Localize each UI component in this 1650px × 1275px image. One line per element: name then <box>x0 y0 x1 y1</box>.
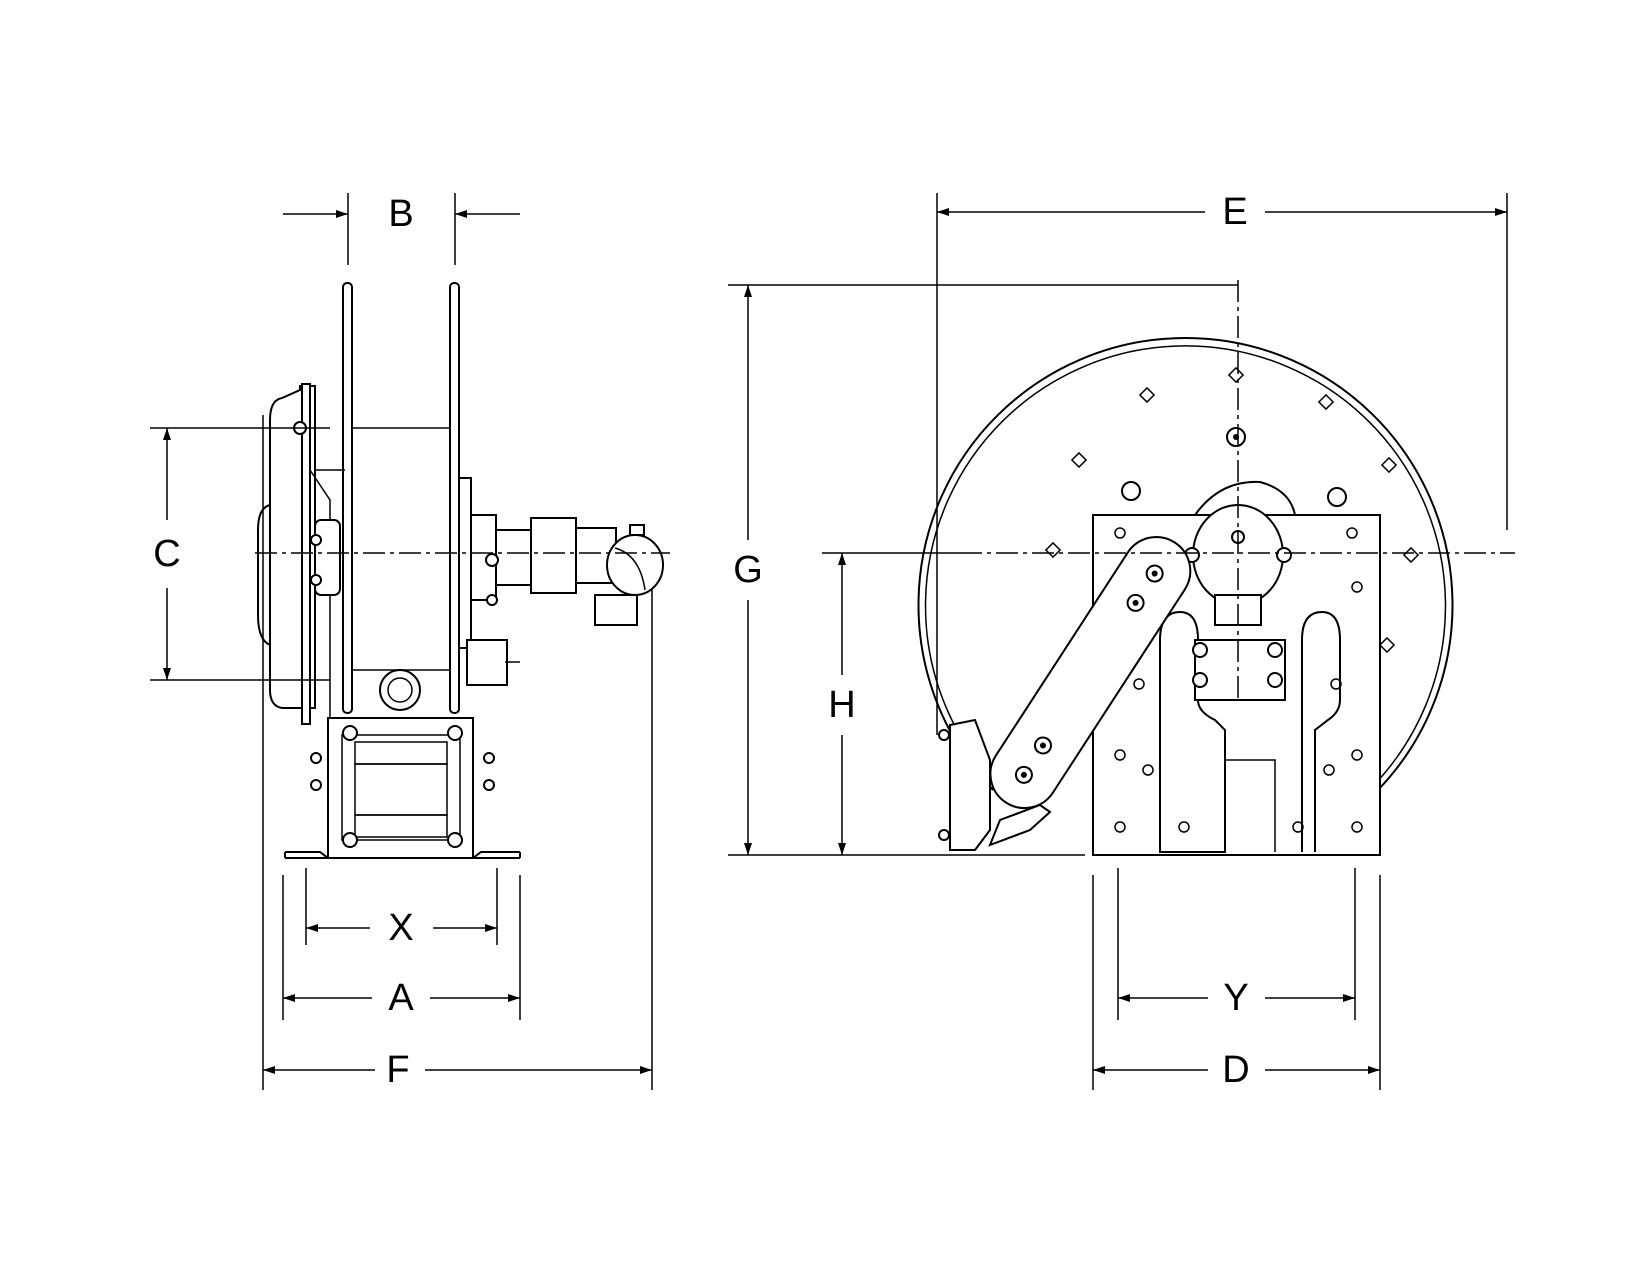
label-h: H <box>828 684 855 726</box>
label-x: X <box>388 907 413 949</box>
label-a: A <box>388 977 414 1019</box>
inlet-port <box>379 669 421 711</box>
label-c: C <box>153 533 180 575</box>
dimension-D: D <box>1092 875 1381 1091</box>
front-view <box>917 336 1454 856</box>
dimension-A: A <box>282 875 521 1020</box>
label-g: G <box>733 549 763 591</box>
dimension-X: X <box>305 868 498 949</box>
side-flange-right <box>449 282 460 714</box>
reel-flange <box>917 336 1454 791</box>
label-b: B <box>388 193 413 235</box>
dimension-F: F <box>262 415 653 1091</box>
label-e: E <box>1222 191 1247 233</box>
label-y: Y <box>1223 977 1248 1019</box>
dimension-C: C <box>150 427 330 681</box>
plate-bolts <box>1114 527 1363 833</box>
guide-arm <box>989 536 1192 809</box>
dimension-B: B <box>283 193 520 265</box>
side-plate <box>301 383 311 725</box>
disc-rivets <box>1044 366 1420 654</box>
label-f: F <box>386 1049 409 1091</box>
dimension-H: H <box>822 552 960 855</box>
label-d: D <box>1222 1049 1249 1091</box>
dimension-E: E <box>936 191 1508 735</box>
dimension-G: G <box>728 284 1238 856</box>
side-flange-left <box>342 282 353 714</box>
side-view <box>257 282 664 859</box>
dimension-Y: Y <box>1117 868 1356 1020</box>
